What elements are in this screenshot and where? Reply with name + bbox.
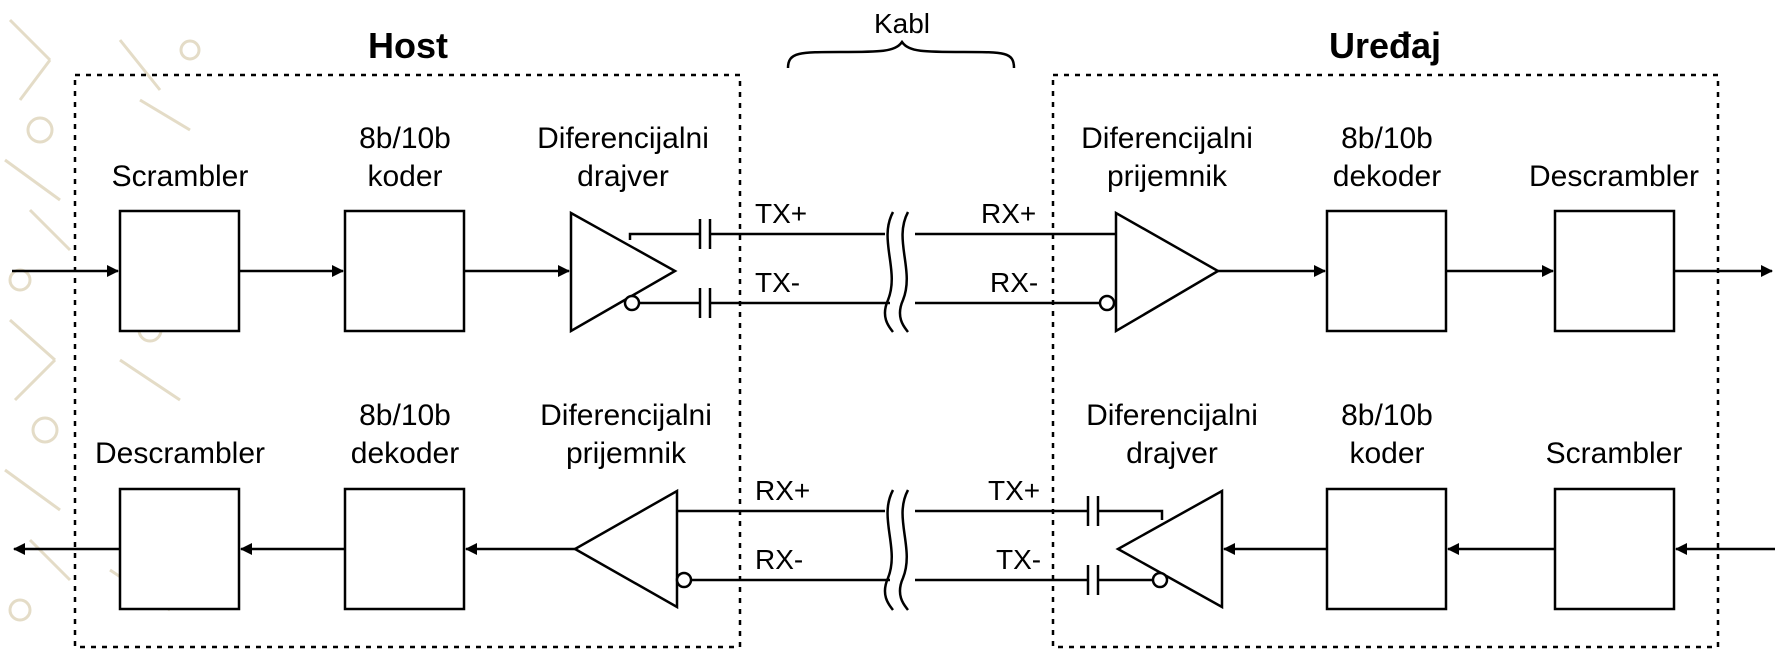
bottom-decoder-block xyxy=(343,487,466,611)
bottom-decoder-label-line2: dekoder xyxy=(351,437,459,470)
top-descrambler-block xyxy=(1553,209,1676,333)
top-decoder-block xyxy=(1325,209,1448,333)
bottom-rxp-label: RX+ xyxy=(755,475,810,506)
bottom-driver-label-line1: Diferencijalni xyxy=(1086,399,1258,432)
top-driver-inverting-bubble xyxy=(623,294,641,312)
bottom-txp-label: TX+ xyxy=(988,475,1040,506)
top-rxm-label: RX- xyxy=(990,267,1038,298)
bottom-driver-label-line2: drajver xyxy=(1126,437,1218,470)
top-scrambler-block xyxy=(118,209,241,333)
top-coder-block xyxy=(343,209,466,333)
bottom-scrambler-label: Scrambler xyxy=(1546,437,1683,470)
bottom-descrambler-label: Descrambler xyxy=(95,437,265,470)
top-cable-break-2 xyxy=(898,211,910,333)
top-txp-lead xyxy=(628,232,700,240)
bottom-coder-label-line1: 8b/10b xyxy=(1341,399,1433,432)
cable-brace xyxy=(786,39,1016,69)
bottom-rxm-label: RX- xyxy=(755,544,803,575)
bottom-receiver-label-line1: Diferencijalni xyxy=(540,399,712,432)
top-receiver-label-line2: prijemnik xyxy=(1107,160,1228,193)
host-boundary xyxy=(73,73,742,649)
bottom-receiver-inverting-bubble xyxy=(675,571,693,589)
bottom-receiver-label-line2: prijemnik xyxy=(566,437,687,470)
top-txm-label: TX- xyxy=(755,267,800,298)
top-txp-label: TX+ xyxy=(755,198,807,229)
bottom-driver-triangle xyxy=(1115,488,1224,610)
top-receiver-inverting-bubble xyxy=(1098,294,1116,312)
top-scrambler-label: Scrambler xyxy=(112,160,249,193)
top-coder-label-line1: 8b/10b xyxy=(359,122,451,155)
bottom-txm-label: TX- xyxy=(996,544,1041,575)
top-cable-break-1 xyxy=(883,211,895,333)
bottom-driver-inverting-bubble xyxy=(1151,571,1169,589)
bottom-decoder-label-line1: 8b/10b xyxy=(359,399,451,432)
top-driver-label-line1: Diferencijalni xyxy=(537,122,709,155)
top-receiver-triangle xyxy=(1114,210,1221,334)
bottom-coder-block xyxy=(1325,487,1448,611)
bottom-cable-break-1 xyxy=(883,489,895,611)
device-boundary xyxy=(1051,73,1720,649)
host-title: Host xyxy=(368,25,448,66)
top-decoder-label-line2: dekoder xyxy=(1333,160,1441,193)
bottom-descrambler-block xyxy=(118,487,241,611)
bottom-coder-label-line2: koder xyxy=(1349,437,1424,470)
bottom-receiver-triangle xyxy=(572,488,679,610)
bottom-txp-lead xyxy=(1098,509,1164,520)
top-receiver-label-line1: Diferencijalni xyxy=(1081,122,1253,155)
bottom-cable-break-2 xyxy=(898,489,910,611)
top-rxp-label: RX+ xyxy=(981,198,1036,229)
top-driver-label-line2: drajver xyxy=(577,160,669,193)
top-coder-label-line2: koder xyxy=(367,160,442,193)
top-decoder-label-line1: 8b/10b xyxy=(1341,122,1433,155)
top-descrambler-label: Descrambler xyxy=(1529,160,1699,193)
bottom-scrambler-block xyxy=(1553,487,1676,611)
top-driver-triangle xyxy=(569,210,678,334)
device-title: Uređaj xyxy=(1329,25,1441,66)
cable-label: Kabl xyxy=(874,8,930,39)
